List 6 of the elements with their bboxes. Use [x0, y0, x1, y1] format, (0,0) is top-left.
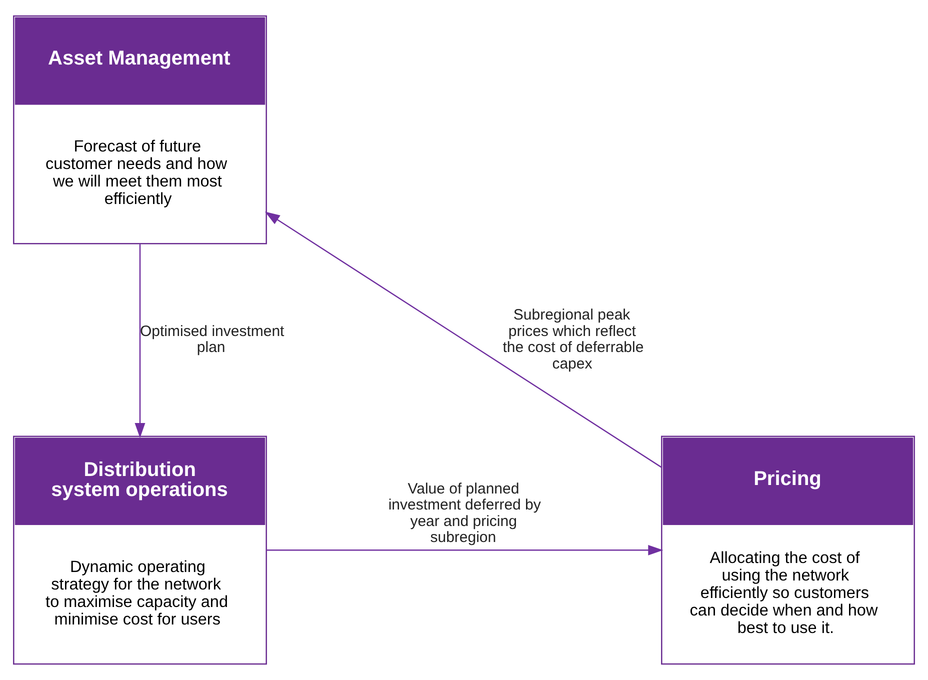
edge-label: Optimised investment plan: [140, 322, 284, 356]
edge-label: Value of planned investment deferred by year and pricing subregion: [388, 480, 541, 546]
arrow: [266, 544, 664, 556]
arrow: [264, 212, 662, 468]
arrow: [134, 244, 146, 438]
edge-label: Subregional peak prices which reflect the cost of deferrable capex: [502, 306, 644, 372]
